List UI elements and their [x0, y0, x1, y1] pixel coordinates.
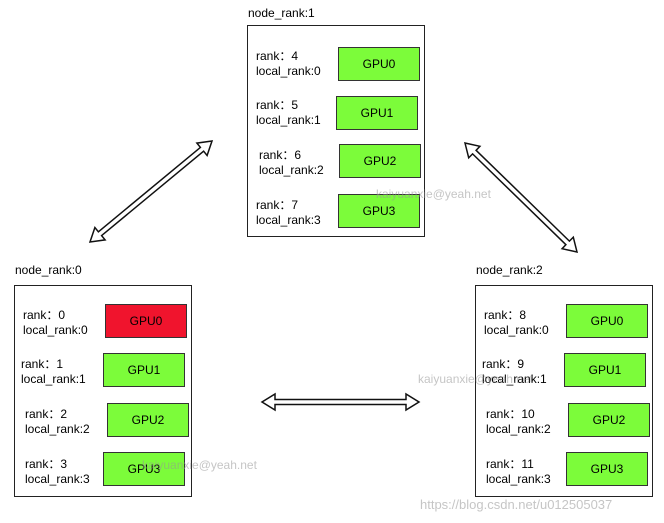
local-rank-label: local_rank:3 [256, 213, 321, 227]
gpu-box: GPU3 [338, 194, 420, 228]
local-rank-label: local_rank:1 [256, 113, 321, 127]
gpu-row-rank-5: rank：5 local_rank:1 GPU1 [256, 96, 422, 133]
rank-label: rank：4 [256, 49, 299, 63]
rank-info: rank：7 local_rank:3 [256, 198, 321, 228]
local-rank-label: local_rank:3 [25, 472, 90, 486]
rank-info: rank：9 local_rank:1 [482, 357, 547, 387]
gpu-row-rank-9: rank：9 local_rank:1 GPU1 [482, 353, 650, 392]
rank-info: rank：3 local_rank:3 [25, 457, 90, 487]
rank-label: rank：1 [21, 357, 64, 371]
gpu-box: GPU0 [338, 47, 420, 81]
local-rank-label: local_rank:1 [21, 372, 86, 386]
gpu-box: GPU0 [105, 304, 187, 338]
local-rank-label: local_rank:3 [486, 472, 551, 486]
local-rank-label: local_rank:2 [25, 422, 90, 436]
rank-label: rank：7 [256, 198, 299, 212]
gpu-row-rank-6: rank：6 local_rank:2 GPU2 [256, 144, 422, 183]
gpu-row-rank-11: rank：11 local_rank:3 GPU3 [484, 452, 650, 492]
node-0-box: rank：0 local_rank:0 GPU0 rank：1 local_ra… [14, 285, 192, 497]
gpu-box: GPU1 [336, 96, 418, 130]
gpu-box: GPU2 [568, 403, 650, 437]
rank-info: rank：11 local_rank:3 [486, 457, 551, 487]
local-rank-label: local_rank:2 [486, 422, 551, 436]
node-1-box: rank：4 local_rank:0 GPU0 rank：5 local_ra… [247, 25, 425, 237]
rank-label: rank：11 [486, 457, 534, 471]
arrow-node1-node0 [88, 140, 214, 243]
local-rank-label: local_rank:0 [484, 323, 549, 337]
gpu-box: GPU1 [564, 353, 646, 387]
gpu-box: GPU2 [339, 144, 421, 178]
gpu-row-rank-1: rank：1 local_rank:1 GPU1 [21, 353, 189, 392]
rank-label: rank：9 [482, 357, 525, 371]
local-rank-label: local_rank:1 [482, 372, 547, 386]
gpu-box: GPU1 [103, 353, 185, 387]
gpu-box: GPU3 [103, 452, 185, 486]
gpu-box: GPU0 [566, 304, 648, 338]
rank-info: rank：4 local_rank:0 [256, 49, 321, 79]
gpu-row-rank-7: rank：7 local_rank:3 GPU3 [256, 194, 422, 233]
gpu-row-rank-3: rank：3 local_rank:3 GPU3 [23, 452, 189, 492]
rank-info: rank：2 local_rank:2 [25, 407, 90, 437]
rank-label: rank：3 [25, 457, 68, 471]
watermark-text: kaiyuanxie@yeah.net [418, 372, 533, 386]
gpu-box: GPU2 [107, 403, 189, 437]
node-label-1: node_rank:1 [248, 6, 315, 20]
gpu-box: GPU3 [566, 452, 648, 486]
rank-label: rank：6 [259, 148, 302, 162]
arrow-node0-node2 [260, 392, 421, 412]
gpu-row-rank-0: rank：0 local_rank:0 GPU0 [23, 304, 189, 343]
watermark-url: https://blog.csdn.net/u012505037 [420, 497, 613, 512]
rank-label: rank：0 [23, 308, 66, 322]
node-label-2: node_rank:2 [476, 263, 543, 277]
rank-info: rank：6 local_rank:2 [259, 148, 324, 178]
rank-info: rank：8 local_rank:0 [484, 308, 549, 338]
arrow-node1-node2 [463, 142, 579, 253]
rank-info: rank：10 local_rank:2 [486, 407, 551, 437]
local-rank-label: local_rank:0 [23, 323, 88, 337]
rank-info: rank：1 local_rank:1 [21, 357, 86, 387]
gpu-row-rank-2: rank：2 local_rank:2 GPU2 [23, 403, 189, 442]
node-label-0: node_rank:0 [15, 263, 82, 277]
local-rank-label: local_rank:0 [256, 64, 321, 78]
local-rank-label: local_rank:2 [259, 163, 324, 177]
gpu-row-rank-4: rank：4 local_rank:0 GPU0 [256, 47, 422, 84]
watermark-text: kaiyuanxie@yeah.net [376, 187, 491, 201]
node-2-box: rank：8 local_rank:0 GPU0 rank：9 local_ra… [475, 285, 653, 497]
rank-info: rank：0 local_rank:0 [23, 308, 88, 338]
rank-label: rank：8 [484, 308, 527, 322]
rank-label: rank：2 [25, 407, 68, 421]
watermark-text: kaiyuanxie@yeah.net [142, 458, 257, 472]
rank-info: rank：5 local_rank:1 [256, 98, 321, 128]
gpu-row-rank-8: rank：8 local_rank:0 GPU0 [484, 304, 650, 343]
rank-label: rank：5 [256, 98, 299, 112]
gpu-row-rank-10: rank：10 local_rank:2 GPU2 [484, 403, 650, 442]
rank-label: rank：10 [486, 407, 535, 421]
